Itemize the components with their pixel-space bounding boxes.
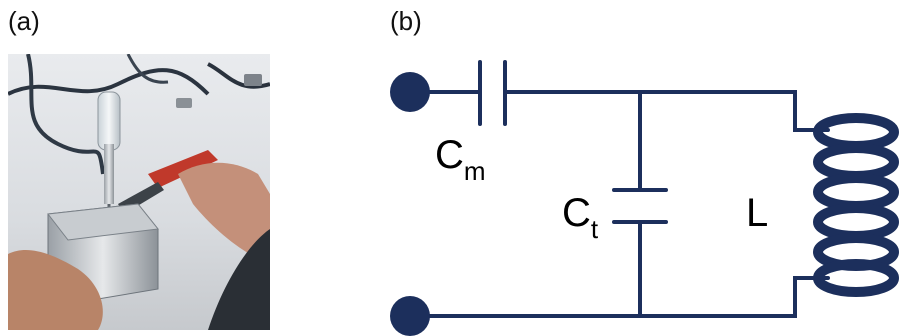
panel-label-b: (b) <box>390 6 422 36</box>
ct-label: Ct <box>562 191 599 244</box>
l-label: L <box>746 191 768 235</box>
probe-photo <box>8 54 270 330</box>
inductor-coil <box>813 113 899 297</box>
top-terminal <box>390 72 430 112</box>
panel-label-a: (a) <box>8 6 40 36</box>
cm-label: Cm <box>435 133 486 186</box>
top-wire-right <box>503 90 830 132</box>
bottom-wire <box>408 276 830 318</box>
bottom-terminal <box>390 296 430 336</box>
